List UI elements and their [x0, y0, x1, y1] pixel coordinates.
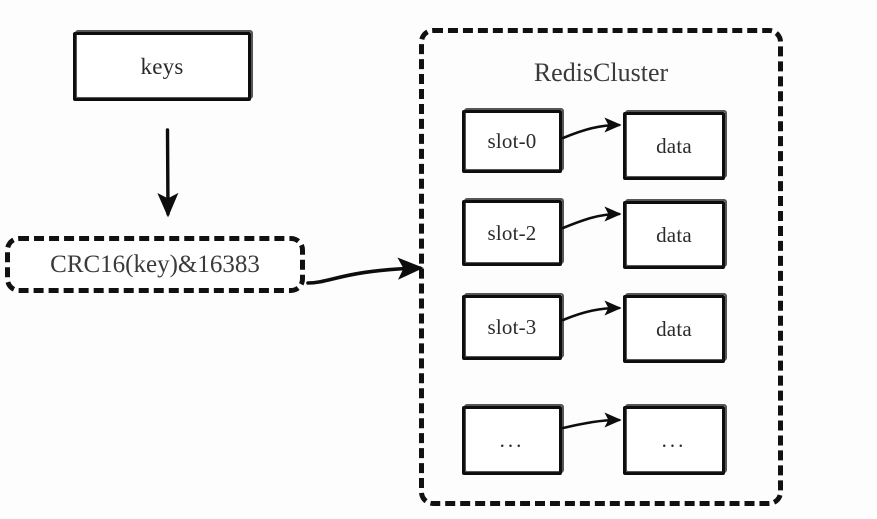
- data-node-2-label: data: [656, 316, 692, 341]
- data-node-3[interactable]: ...: [623, 404, 727, 475]
- data-node-0[interactable]: data: [623, 110, 727, 180]
- hash-function-node[interactable]: CRC16(key)&16383: [5, 236, 305, 293]
- edge-hash-to-cluster: [306, 257, 424, 285]
- slot-node-0-label: slot-0: [487, 129, 537, 153]
- data-node-1[interactable]: data: [623, 199, 727, 269]
- slot-node-1-label: slot-2: [487, 220, 537, 245]
- slot-node-3-label: ...: [499, 428, 525, 452]
- data-node-1-label: data: [656, 222, 692, 247]
- slot-node-2[interactable]: slot-3: [462, 293, 564, 360]
- edge-keys-to-hash: [157, 128, 179, 218]
- data-node-3-label: ...: [661, 428, 687, 452]
- slot-node-1[interactable]: slot-2: [462, 198, 564, 266]
- redis-cluster-title: RedisCluster: [533, 58, 669, 87]
- slot-node-0[interactable]: slot-0: [462, 108, 564, 173]
- keys-node[interactable]: keys: [73, 30, 253, 101]
- hash-function-label: CRC16(key)&16383: [50, 251, 260, 278]
- data-node-2[interactable]: data: [623, 293, 727, 363]
- keys-node-label: keys: [140, 54, 184, 79]
- data-node-0-label: data: [656, 133, 692, 158]
- slot-node-2-label: slot-3: [487, 315, 537, 339]
- slot-node-3[interactable]: ...: [462, 404, 564, 475]
